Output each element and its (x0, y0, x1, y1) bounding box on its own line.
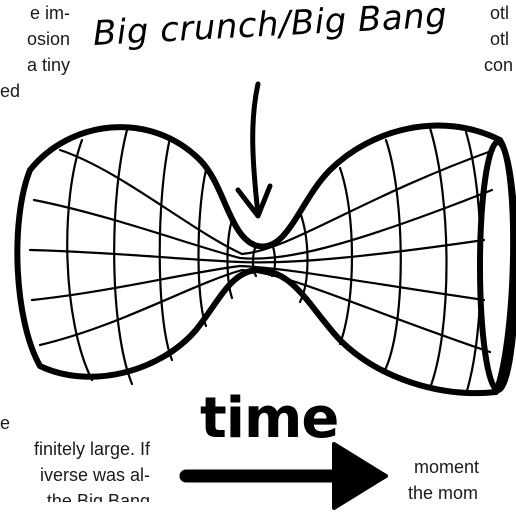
longitude-lines (30, 150, 494, 352)
time-arrow-head (334, 444, 386, 508)
cross-section-rings (67, 126, 481, 394)
pointer-arrow-shaft (253, 84, 258, 214)
